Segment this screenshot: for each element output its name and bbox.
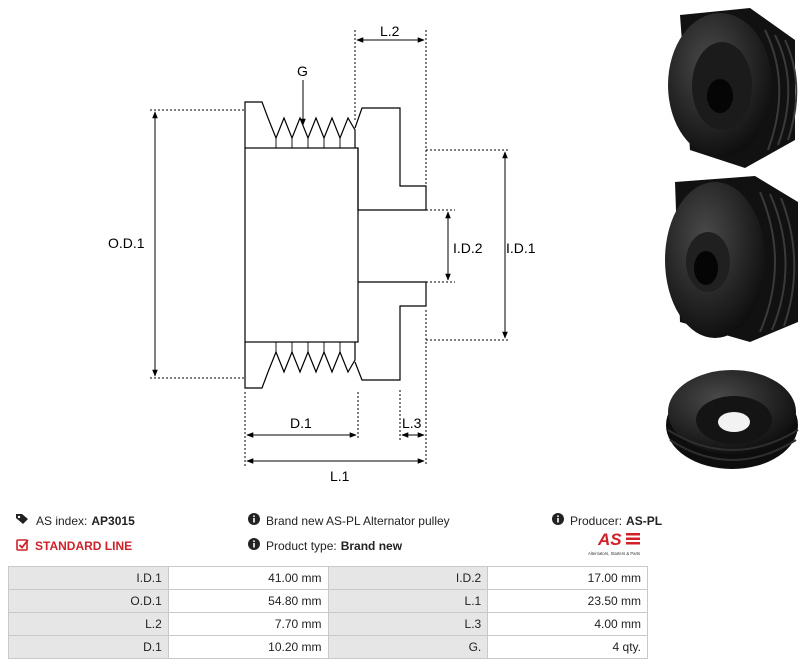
pulley-front-photo bbox=[668, 8, 798, 168]
standard-line: STANDARD LINE bbox=[16, 538, 132, 554]
as-pl-logo: AS Alternators, Starters & Parts bbox=[588, 527, 652, 559]
info-icon bbox=[248, 513, 260, 528]
spec-value: 23.50 mm bbox=[487, 589, 648, 613]
logo-subtitle: Alternators, Starters & Parts bbox=[588, 551, 640, 556]
pulley-back-photo bbox=[666, 370, 799, 469]
extension-lines bbox=[150, 30, 510, 466]
product-photos bbox=[665, 8, 799, 469]
technical-drawing: G L.2 O.D.1 I.D.2 I.D.1 D.1 L.3 L.1 bbox=[108, 23, 536, 484]
description: Brand new AS-PL Alternator pulley bbox=[248, 513, 450, 528]
spec-value: 17.00 mm bbox=[487, 566, 648, 590]
spec-key: L.1 bbox=[327, 589, 489, 613]
producer-label: Producer: bbox=[570, 513, 623, 528]
table-row: D.1 10.20 mm G. 4 qty. bbox=[8, 635, 648, 659]
logo-text: AS bbox=[597, 530, 622, 549]
label-l1: L.1 bbox=[330, 468, 350, 484]
standard-line-label: STANDARD LINE bbox=[35, 539, 133, 553]
label-d1: D.1 bbox=[290, 415, 312, 431]
label-g: G bbox=[297, 63, 308, 79]
pulley-angled-photo bbox=[665, 176, 798, 342]
product-info: AS index: AP3015 STANDARD LINE Brand new… bbox=[0, 505, 800, 565]
dimension-arrows bbox=[152, 37, 508, 464]
product-type: Product type: Brand new bbox=[248, 538, 402, 553]
label-id2: I.D.2 bbox=[453, 240, 483, 256]
label-l3: L.3 bbox=[402, 415, 422, 431]
specs-table: I.D.1 41.00 mm I.D.2 17.00 mm O.D.1 54.8… bbox=[8, 566, 648, 659]
tags-icon bbox=[16, 513, 30, 528]
checkbox-icon bbox=[16, 538, 29, 554]
table-row: I.D.1 41.00 mm I.D.2 17.00 mm bbox=[8, 566, 648, 590]
product-type-label: Product type: bbox=[266, 538, 337, 553]
as-index-value: AP3015 bbox=[91, 513, 135, 528]
spec-value: 41.00 mm bbox=[167, 566, 329, 590]
spec-key: L.3 bbox=[327, 612, 489, 636]
spec-key: D.1 bbox=[8, 635, 169, 659]
info-icon bbox=[552, 513, 564, 528]
spec-key: G. bbox=[327, 635, 489, 659]
spec-key: I.D.1 bbox=[8, 566, 169, 590]
spec-value: 4.00 mm bbox=[487, 612, 648, 636]
description-text: Brand new AS-PL Alternator pulley bbox=[266, 513, 450, 528]
label-id1: I.D.1 bbox=[506, 240, 536, 256]
spec-key: I.D.2 bbox=[327, 566, 489, 590]
spec-value: 4 qty. bbox=[487, 635, 648, 659]
as-index: AS index: AP3015 bbox=[16, 513, 135, 528]
table-row: O.D.1 54.80 mm L.1 23.50 mm bbox=[8, 589, 648, 613]
table-row: L.2 7.70 mm L.3 4.00 mm bbox=[8, 612, 648, 636]
producer: Producer: AS-PL bbox=[552, 513, 662, 528]
spec-key: L.2 bbox=[8, 612, 169, 636]
product-type-value: Brand new bbox=[340, 538, 403, 553]
label-od1: O.D.1 bbox=[108, 235, 145, 251]
spec-value: 7.70 mm bbox=[167, 612, 329, 636]
spec-key: O.D.1 bbox=[8, 589, 169, 613]
spec-value: 54.80 mm bbox=[167, 589, 329, 613]
pulley-outline bbox=[244, 101, 427, 389]
producer-value: AS-PL bbox=[626, 513, 663, 528]
spec-value: 10.20 mm bbox=[167, 635, 329, 659]
label-l2: L.2 bbox=[380, 23, 400, 39]
as-index-label: AS index: bbox=[36, 513, 88, 528]
info-icon bbox=[248, 538, 260, 553]
